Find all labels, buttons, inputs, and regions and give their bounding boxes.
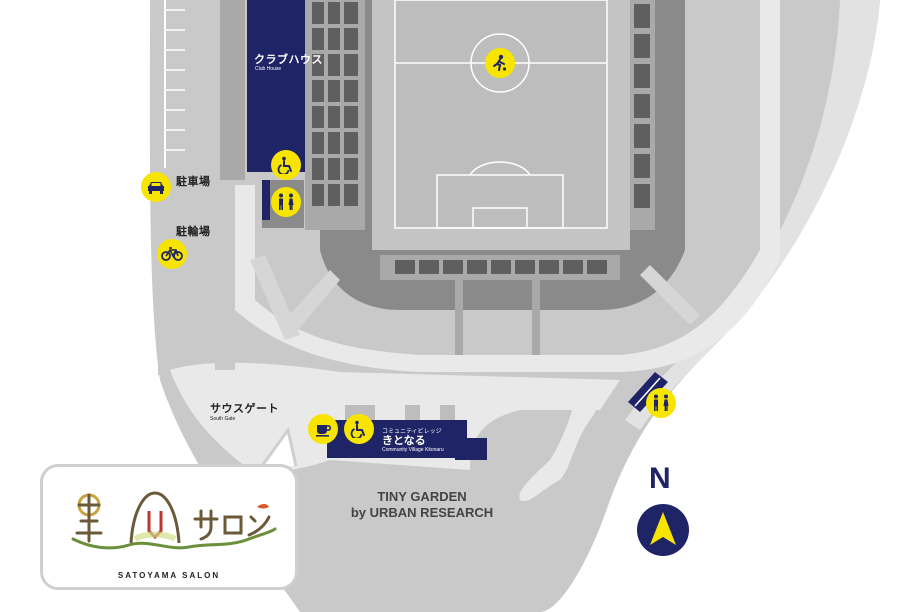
north-arrow-icon bbox=[637, 504, 689, 556]
wheelchair-icon bbox=[271, 150, 301, 180]
soccer-player-icon bbox=[485, 48, 515, 78]
south-gate-label-en: South Gate bbox=[210, 416, 236, 422]
tiny-garden-line-2: by URBAN RESEARCH bbox=[350, 505, 494, 520]
car-icon bbox=[141, 172, 171, 202]
north-label: N bbox=[649, 462, 671, 495]
satoyama-salon-logo bbox=[71, 491, 277, 550]
restroom-icon-east bbox=[646, 388, 676, 418]
kitonaru-label-en: Community Village Kitonaru bbox=[382, 447, 444, 453]
satoyama-salon-label: SATOYAMA SALON bbox=[117, 571, 221, 580]
cafe-icon bbox=[308, 414, 338, 444]
restroom-icon bbox=[271, 187, 301, 217]
garden-path bbox=[519, 380, 599, 501]
bicycle-parking-label: 駐輪場 bbox=[176, 226, 211, 238]
south-gate-label: サウスゲート bbox=[210, 403, 279, 415]
satoyama-salon-card[interactable]: SATOYAMA SALON bbox=[40, 464, 298, 590]
clubhouse-building bbox=[247, 0, 305, 172]
tiny-garden-label: TINY GARDEN by URBAN RESEARCH bbox=[322, 489, 522, 521]
tiny-garden-line-1: TINY GARDEN bbox=[377, 489, 467, 504]
kitonaru-subtitle: コミュニティビレッジ bbox=[382, 429, 442, 435]
clubhouse-label: クラブハウス bbox=[254, 54, 323, 66]
parking-label: 駐車場 bbox=[176, 176, 211, 188]
bicycle-icon bbox=[157, 239, 187, 269]
clubhouse-label-en: Club House bbox=[255, 66, 282, 72]
kitonaru-label: きとなる bbox=[382, 435, 426, 447]
east-walkway bbox=[625, 0, 880, 430]
wheelchair-icon-kitonaru bbox=[344, 414, 374, 444]
